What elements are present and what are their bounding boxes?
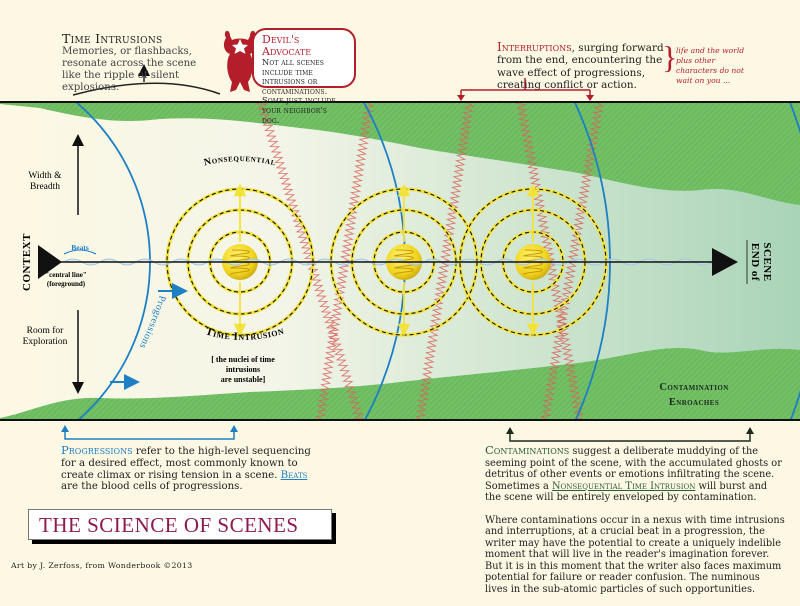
contaminations-text: Contaminations suggest a deliberate mudd… bbox=[485, 443, 785, 606]
progressions-heading: Progressions bbox=[61, 443, 133, 457]
progressions-bracket-arrowheads-icon bbox=[61, 425, 238, 432]
end-of-scene-label-2: SCENE bbox=[761, 242, 773, 281]
title-box: THE SCIENCE OF SCENES bbox=[28, 509, 332, 540]
contaminations-body-end: will burst and the scene will be entirel… bbox=[485, 480, 768, 504]
time-intrusions-body: Memories, or flashbacks, resonate across… bbox=[62, 46, 197, 93]
context-arrow-tail-icon bbox=[38, 245, 62, 279]
foreground-label: (foreground) bbox=[47, 280, 86, 288]
contaminations-paragraph-2: Where contaminations occur in a nexus wi… bbox=[485, 514, 785, 595]
interruptions-aside: life and the world plus other characters… bbox=[676, 46, 745, 85]
devils-advocate-callout: Devil's Advocate Not all scenes include … bbox=[252, 28, 356, 124]
contaminations-body: suggest a deliberate muddying of the see… bbox=[485, 446, 782, 492]
progressions-body: refer to the high-level sequencing for a… bbox=[61, 446, 311, 481]
context-label: CONTEXT bbox=[21, 233, 33, 291]
interruption-wave bbox=[515, 102, 585, 420]
contaminations-bracket bbox=[509, 432, 751, 442]
devils-advocate-heading: Devil's Advocate bbox=[262, 33, 312, 58]
time-intrusions-heading: Time Intrusions bbox=[62, 31, 163, 46]
contaminations-bracket-arrowheads-icon bbox=[506, 427, 754, 434]
devils-advocate-body: Not all scenes include time intrusions o… bbox=[262, 57, 336, 125]
interruptions-arrowheads-icon bbox=[457, 95, 594, 101]
contamination-band-top bbox=[0, 102, 800, 205]
nonsequential-label: Nonsequential bbox=[203, 153, 277, 168]
beats-link[interactable]: Beats bbox=[280, 469, 308, 481]
contaminations-heading: Contaminations bbox=[485, 443, 570, 457]
interruptions-bracket bbox=[460, 78, 591, 97]
contamination-band-bottom bbox=[0, 347, 800, 420]
interruption-wave bbox=[415, 102, 475, 420]
progressions-bracket bbox=[64, 430, 235, 440]
devil-icon bbox=[223, 30, 257, 92]
interruption-wave bbox=[315, 102, 375, 420]
progressions-body-end: are the blood cells of progressions. bbox=[61, 481, 243, 493]
beats-bracket bbox=[63, 249, 97, 255]
interruptions-heading: Interruptions bbox=[497, 40, 572, 54]
progressions-text: Progressions refer to the high-level seq… bbox=[61, 443, 326, 493]
art-credit: Art by J. Zerfoss, from Wonderbook ©2013 bbox=[11, 561, 193, 570]
page-title: THE SCIENCE OF SCENES bbox=[39, 513, 299, 537]
central-line-label: "central line" bbox=[45, 271, 87, 279]
scene-diagram: } CONTEXT END of SCENE Beats "central li… bbox=[0, 30, 800, 442]
interruptions-body: , surging forward from the end, encounte… bbox=[497, 42, 664, 92]
interruptions-text: Interruptions, surging forward from the … bbox=[497, 41, 665, 92]
end-of-scene-label-1: END of bbox=[749, 243, 761, 281]
contaminations-paragraph-1: Contaminations suggest a deliberate mudd… bbox=[485, 443, 785, 504]
beats-label: Beats bbox=[71, 243, 89, 252]
curly-brace-icon: } bbox=[662, 39, 677, 75]
time-intrusion-arc bbox=[72, 82, 221, 96]
end-of-scene-arrow-icon bbox=[712, 248, 738, 276]
width-label: Width &Breadth bbox=[28, 171, 62, 192]
nonsequential-time-intrusion-link[interactable]: Nonsequential Time Intrusion bbox=[551, 480, 696, 492]
